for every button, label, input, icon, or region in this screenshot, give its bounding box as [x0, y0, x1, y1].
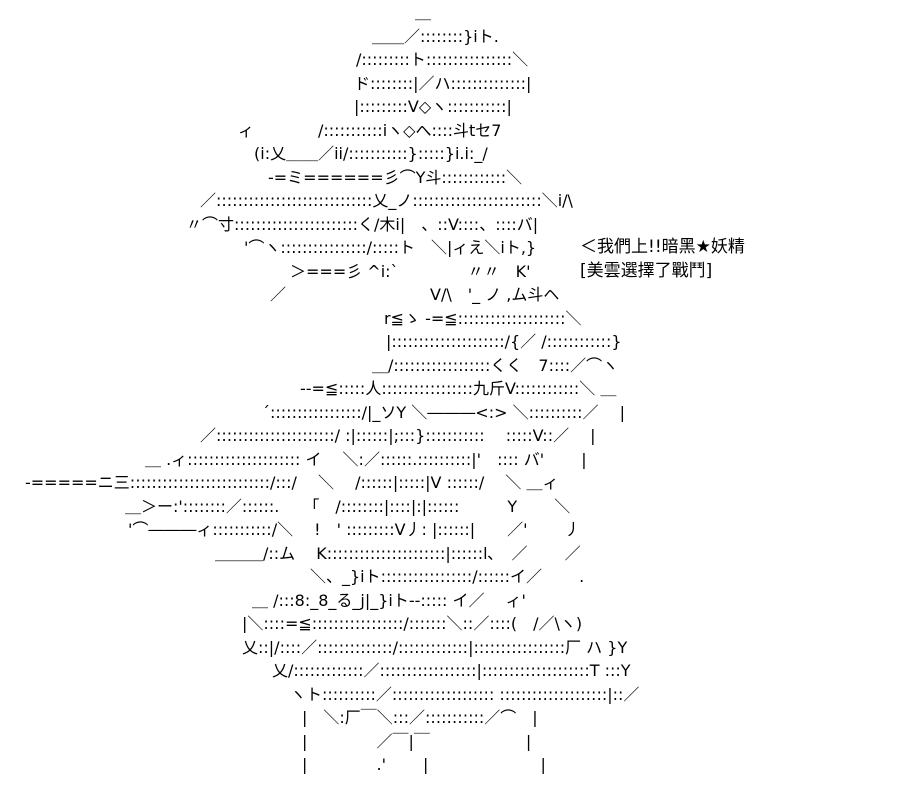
ascii-art-line: | .' | |	[302, 755, 546, 774]
ascii-art-line: ＿＞ー:'::::::::／::::::. 「 /::::::::|::::|:…	[125, 496, 571, 516]
ascii-art-line: 乂/:::::::::::::／::::::::::::::::::|:::::…	[272, 661, 631, 680]
ascii-art-line: | ＼:厂￣＼:::／:::::::::::／⌒ |	[302, 708, 538, 727]
ascii-art-line: r≦ゝ -=≦::::::::::::::::::::＼	[384, 308, 582, 328]
ascii-art-line: ＿＿／::::::::}iト.	[372, 26, 499, 46]
ascii-art-line: ＿ .ィ::::::::::::::::::::: イ ＼:／::::::.::…	[145, 449, 587, 469]
speech-caption-line-2: [美雲選擇了戰鬥]	[580, 261, 713, 281]
ascii-art-line: --=≦:::::人:::::::::::::::::九斤V::::::::::…	[300, 379, 617, 398]
ascii-art-line: ／:::::::::::::::::::::::::::::乂_ノ:::::::…	[200, 191, 573, 210]
ascii-art-line: (i:乂＿＿／ii/:::::::::::}:::::}i.i:_/	[254, 144, 488, 163]
ascii-art-line: ィ /:::::::::::iヽ◇へ::::斗tセ7	[238, 120, 502, 140]
ascii-art-line: /:::::::::ト::::::::::::::::＼	[356, 50, 529, 69]
ascii-art-line: ＿	[415, 3, 432, 22]
ascii-art-line: '⌒―――ィ:::::::::::/＼ ! ' :::::::::V丿: |::…	[128, 520, 581, 539]
ascii-art-line: ヽト::::::::::／::::::::::::::::::: :::::::…	[290, 684, 640, 704]
ascii-art-line: -=====ニ三::::::::::::::::::::::::::/:::/ …	[25, 473, 559, 492]
ascii-art-line: 〃⌒寸:::::::::::::::::::::::く/木i| 、::V::::…	[186, 214, 539, 234]
ascii-art-line: ド::::::::|／ハ::::::::::::::|	[354, 73, 532, 93]
ascii-art-line: |:::::::::::::::::::::/{／ /::::::::::::}	[386, 332, 622, 351]
ascii-art-line: ＞===彡 ^i:` 〃〃 K'	[290, 261, 531, 281]
ascii-art-line: ＿ /:::8:_8_る_j|_}iト--::::: イ／ ィ'	[252, 590, 526, 610]
ascii-art-line: ／ V/\ '_ ノ ,ム斗ヘ	[270, 285, 560, 304]
speech-caption-line-1: ＜我們上!!暗黑★妖精	[580, 237, 745, 257]
ascii-art-line: |:::::::::V◇ヽ:::::::::::|	[354, 97, 512, 116]
ascii-art-line: 乂::|/::::／::::::::::::::/:::::::::::::|:…	[242, 637, 628, 657]
ascii-art-line: -=ミ======彡⌒Y斗::::::::::::＼	[268, 167, 523, 187]
ascii-art-line: ´:::::::::::::::::/|_ソY ＼―――<:> ＼:::::::…	[262, 402, 625, 422]
ascii-art-line: '⌒ヽ::::::::::::::::/:::::ト ＼|ィえ＼iト,}	[244, 238, 537, 257]
ascii-art-line: | ／￣|￣ |	[302, 731, 532, 751]
ascii-art-line: ＼、_}iト:::::::::::::::::/::::::イ／ .	[310, 567, 585, 586]
ascii-art-line: |＼::::=≦:::::::::::::::::/:::::::＼::／:::…	[242, 614, 583, 633]
ascii-art-line: ＿/::::::::::::::::::くく 7::::／⌒ヽ	[372, 355, 619, 375]
ascii-art-line: ／::::::::::::::::::::::/ :|::::::|;:::}:…	[200, 426, 596, 445]
ascii-art-line: ＿＿＿/::ム K::::::::::::::::::::::|::::::l､…	[215, 543, 581, 563]
